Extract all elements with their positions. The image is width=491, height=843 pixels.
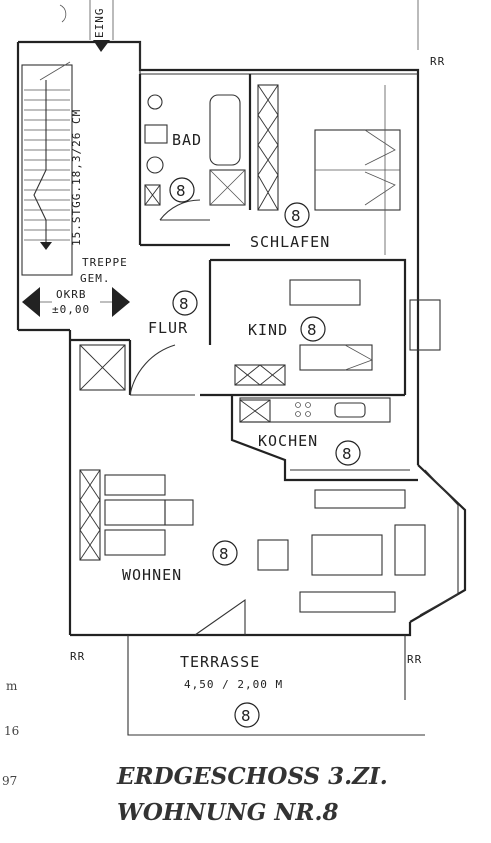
outer-walls — [16, 40, 467, 637]
living-room-furniture — [104, 474, 426, 636]
bathroom-fixtures — [144, 94, 246, 221]
room-label-terrasse: TERRASSE — [180, 653, 260, 671]
rr-label-left: RR — [70, 650, 85, 663]
unit-marker-schlafen: 8 — [284, 202, 310, 228]
entrance-label: EING — [93, 8, 106, 39]
room-label-bad: BAD — [172, 131, 202, 149]
entrance-arc — [59, 4, 67, 23]
interior-walls — [70, 74, 418, 482]
treppe-gem-label: GEM. — [80, 272, 111, 285]
room-label-kind: KIND — [248, 321, 288, 339]
terrasse-size: 4,50 / 2,00 M — [184, 678, 283, 691]
room-label-schlafen: SCHLAFEN — [250, 233, 330, 251]
margin-note-m: m — [6, 679, 18, 693]
svg-text:8: 8 — [219, 545, 229, 563]
level-right-arrow-icon — [112, 287, 130, 317]
double-bed — [314, 85, 401, 255]
margin-note-16: 16 — [4, 724, 19, 738]
okrb-value: ±0,00 — [52, 303, 90, 316]
treppe-label: TREPPE — [82, 256, 128, 269]
room-label-wohnen: WOHNEN — [122, 566, 182, 584]
room-label-flur: FLUR — [148, 319, 188, 337]
caption-line-2: WOHNUNG NR.8 — [117, 799, 339, 826]
rr-label-right: RR — [407, 653, 422, 666]
unit-marker-kochen: 8 — [335, 440, 361, 466]
unit-marker-flur: 8 — [172, 290, 198, 316]
level-left-arrow-icon — [22, 287, 40, 317]
unit-marker-kind: 8 — [300, 316, 326, 342]
kitchen-counter — [239, 397, 391, 423]
okrb-label: OKRB — [56, 288, 87, 301]
rr-label-top: RR — [430, 55, 445, 68]
svg-text:8: 8 — [342, 445, 352, 463]
svg-text:8: 8 — [241, 707, 251, 725]
door-swing-flur — [129, 344, 195, 396]
caption-line-1: ERDGESCHOSS 3.ZI. — [116, 763, 388, 790]
unit-marker-terrasse: 8 — [234, 702, 260, 728]
room-label-kochen: KOCHEN — [258, 432, 318, 450]
kids-room-furniture — [289, 279, 441, 371]
door-swing-terrace — [194, 598, 246, 636]
staircase — [21, 61, 73, 276]
svg-text:8: 8 — [307, 321, 317, 339]
terrace — [127, 635, 425, 736]
svg-text:8: 8 — [179, 295, 189, 313]
svg-text:8: 8 — [291, 207, 301, 225]
stair-label: 15.STGG.18,3/26 CM — [70, 109, 83, 246]
unit-marker-wohnen: 8 — [212, 540, 238, 566]
svg-text:8: 8 — [176, 182, 186, 200]
margin-note-97: 97 — [2, 774, 17, 788]
unit-marker-bad: 8 — [169, 177, 195, 203]
